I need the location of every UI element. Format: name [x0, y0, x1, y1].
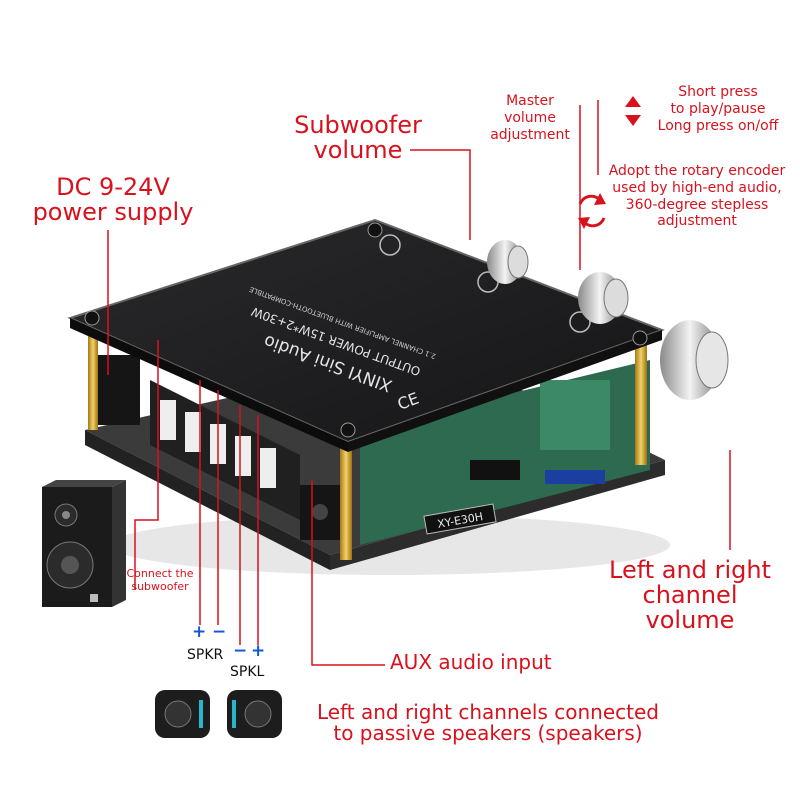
terminal-screws: [160, 400, 276, 488]
dc-jack: [95, 355, 140, 425]
label-line: power supply: [32, 198, 194, 227]
label-line: adjustment: [657, 213, 737, 230]
aux-hole: [312, 504, 328, 520]
dc-power-label: DC 9-24V power supply: [28, 173, 198, 227]
standoff-front: [340, 440, 352, 560]
knob-subwoofer: [487, 240, 529, 284]
spkr-label: SPKR: [187, 647, 224, 663]
trimmer-component: [540, 380, 610, 450]
label-line: volume: [504, 109, 556, 126]
leader-lines: [107, 100, 731, 666]
label-line: to passive speakers (speakers): [333, 721, 643, 745]
subwoofer-speaker: [42, 480, 126, 607]
connect-subwoofer-label: Connect the subwoofer: [120, 567, 200, 593]
label-line: channel volume: [642, 581, 738, 635]
label-line: adjustment: [490, 126, 570, 143]
spkr-minus: −: [212, 622, 227, 642]
label-line: Connect the: [126, 567, 194, 580]
press-label: Short press to play/pause Long press on/…: [643, 84, 793, 134]
leader-sub-conn: [134, 340, 159, 590]
aux-input-label: AUX audio input: [390, 650, 552, 674]
label-line: Adopt the rotary encoder: [608, 163, 786, 179]
rotate-icon: [578, 193, 606, 229]
lr-volume-label: Left and right channel volume: [595, 556, 785, 635]
standoff-right: [635, 345, 647, 465]
model-label-plate: [423, 503, 497, 535]
pcb-base-edge-front: [85, 430, 330, 570]
label-line: Left and right channels connected: [317, 700, 659, 724]
label-line: DC 9-24V: [56, 173, 170, 201]
passive-speakers-label: Left and right channels connected to pas…: [288, 702, 688, 744]
label-line: Subwoofer: [294, 111, 422, 139]
up-down-arrows-icon: [625, 96, 641, 126]
master-volume-label: Master volume adjustment: [480, 93, 580, 143]
label-line: used by high-end audio,: [612, 179, 782, 196]
standoff-left: [88, 325, 98, 430]
label-line: Short press: [678, 84, 758, 100]
leader-subwoofer: [410, 149, 471, 240]
spkl-plus: +: [251, 641, 266, 661]
spkl-label: SPKL: [230, 664, 265, 680]
label-line: Left and right: [609, 556, 771, 584]
top-panel-edge-side: [348, 330, 662, 452]
label-line: 360-degree stepless: [625, 196, 769, 213]
label-line: Long press on/off: [657, 117, 779, 134]
passive-speaker-right: [227, 690, 282, 738]
knob-lr: [660, 320, 729, 400]
passive-speaker-left: [155, 690, 210, 738]
bluetooth-antenna: [545, 470, 605, 484]
label-line: to play/pause: [670, 100, 766, 117]
panel-screws: [84, 222, 648, 438]
leader-aux: [311, 480, 385, 666]
knob-master: [578, 272, 629, 324]
label-line: Master: [506, 93, 554, 109]
label-line: volume: [313, 136, 403, 165]
spkl-minus: −: [233, 641, 248, 661]
encoder-label: Adopt the rotary encoder used by high-en…: [597, 163, 797, 230]
spkr-plus: +: [192, 622, 207, 642]
chip: [470, 460, 520, 480]
top-panel-edge-front: [70, 318, 348, 452]
label-line: subwoofer: [131, 580, 189, 594]
subwoofer-volume-label: Subwoofer volume: [288, 111, 428, 165]
